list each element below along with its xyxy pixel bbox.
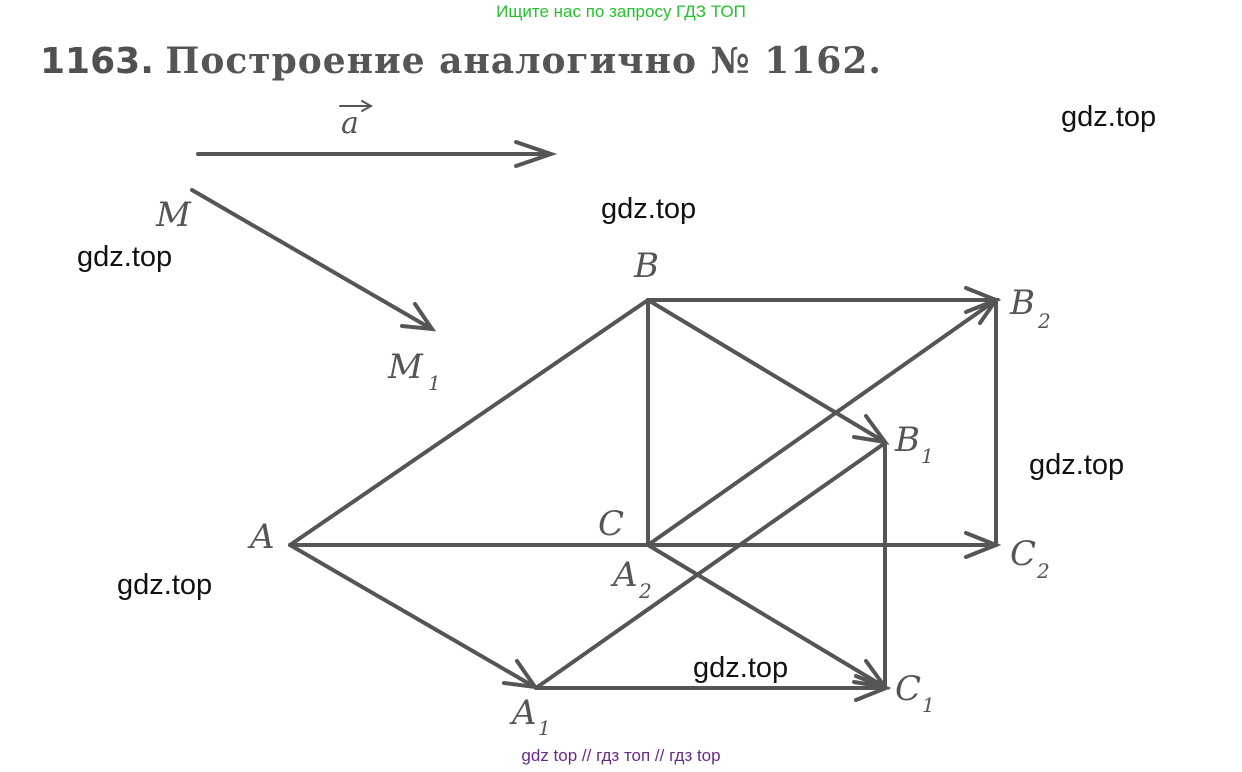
watermark: gdz.top <box>77 241 173 273</box>
point-m1-label: M <box>387 347 424 387</box>
watermark: gdz.top <box>1029 449 1125 481</box>
vector-a2c2-arrowhead <box>964 531 1002 559</box>
point-a2-subscript: 2 <box>638 579 652 603</box>
point-b1-subscript: 1 <box>921 444 934 468</box>
point-c-label: C <box>598 504 624 544</box>
point-a1-label: A <box>509 693 537 733</box>
problem-heading: 1163. Построение аналогично № 1162. <box>40 40 882 82</box>
point-a2-label: A <box>610 555 638 595</box>
watermark: gdz.top <box>1061 101 1157 133</box>
watermark: gdz.top <box>693 652 789 684</box>
vector-aa1 <box>288 543 535 688</box>
point-b2-label: B <box>1009 283 1035 323</box>
vector-mm1-line <box>190 188 432 330</box>
watermark: gdz.top <box>601 193 697 225</box>
vector-a1c1-arrowhead <box>854 674 892 702</box>
vector-a2b2-arrowhead <box>964 298 1000 325</box>
vector-aa1-arrowhead <box>502 659 540 690</box>
vector-a-label: a <box>341 106 359 141</box>
point-b-label: B <box>633 246 659 286</box>
point-c2-subscript: 2 <box>1036 559 1050 583</box>
vector-a-overarrow-head <box>361 100 374 112</box>
point-m1-subscript: 1 <box>428 371 441 395</box>
segment-ab <box>288 298 650 547</box>
segment-a1b1 <box>534 441 887 690</box>
problem-text: Построение аналогично № 1162. <box>165 40 882 82</box>
top-search-banner[interactable]: Ищите нас по запросу ГДЗ ТОП <box>496 2 746 21</box>
segment-a2b2 <box>646 298 998 547</box>
vector-bb1 <box>646 298 885 443</box>
problem-number: 1163. <box>40 41 154 82</box>
point-c2-label: C <box>1010 534 1036 574</box>
point-a-label: A <box>247 517 275 557</box>
vector-cc1 <box>646 543 885 688</box>
vector-mm1-arrowhead <box>400 302 437 332</box>
point-a1-subscript: 1 <box>538 716 551 740</box>
point-c1-label: C <box>895 669 921 709</box>
vector-a-arrowhead <box>514 140 558 168</box>
watermark: gdz.top <box>117 569 213 601</box>
point-c1-subscript: 1 <box>922 693 935 717</box>
point-b2-subscript: 2 <box>1037 309 1051 333</box>
vector-bb1-arrowhead <box>852 414 890 445</box>
point-b1-label: B <box>894 420 920 460</box>
point-m-label: M <box>155 195 192 235</box>
footer-banner[interactable]: gdz top // гдз топ // гдз top <box>521 746 721 765</box>
